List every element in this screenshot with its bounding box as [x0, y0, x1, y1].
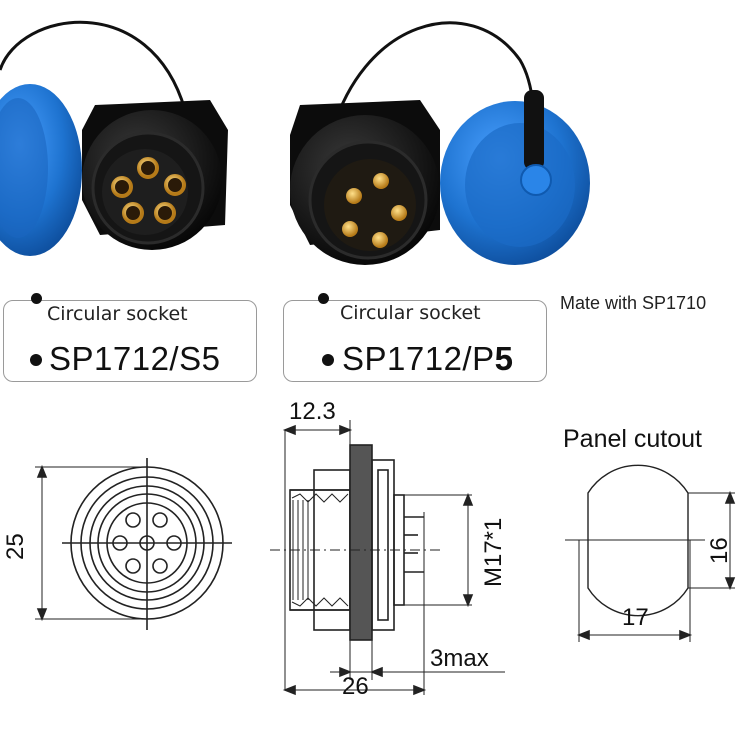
socket-male-photo — [290, 100, 440, 265]
panel-cutout-title: Panel cutout — [563, 425, 702, 453]
dim-front-diameter: 25 — [2, 533, 29, 560]
bullet-dot — [322, 354, 334, 366]
product-photo — [0, 20, 590, 265]
socket-female-photo — [82, 100, 228, 250]
dim-thread: M17*1 — [480, 517, 507, 587]
blue-cap-left — [0, 84, 82, 256]
dim-panel-max: 3max — [430, 645, 489, 672]
mate-note: Mate with SP1710 — [560, 293, 707, 313]
bullet-dot — [31, 293, 42, 304]
label-model-female: SP1712/S5 — [49, 340, 221, 377]
label-box-female — [3, 300, 257, 382]
label-model-male: SP1712/P5 — [342, 340, 514, 377]
dim-overall-length: 26 — [342, 673, 369, 700]
bullet-dot — [318, 293, 329, 304]
label-type-female: Circular socket — [47, 303, 188, 325]
label-box-male — [283, 300, 547, 382]
technical-drawing — [35, 420, 736, 696]
front-view — [35, 458, 232, 630]
bullet-dot — [30, 354, 42, 366]
dim-cutout-width: 17 — [622, 604, 649, 631]
label-type-male: Circular socket — [340, 302, 481, 324]
tether-left — [0, 20, 187, 111]
dim-cutout-height: 16 — [706, 537, 733, 564]
side-view — [270, 420, 505, 696]
dim-flange-width: 12.3 — [289, 398, 336, 425]
panel-cutout-drawing — [565, 464, 736, 642]
blue-cap-right — [440, 90, 590, 265]
